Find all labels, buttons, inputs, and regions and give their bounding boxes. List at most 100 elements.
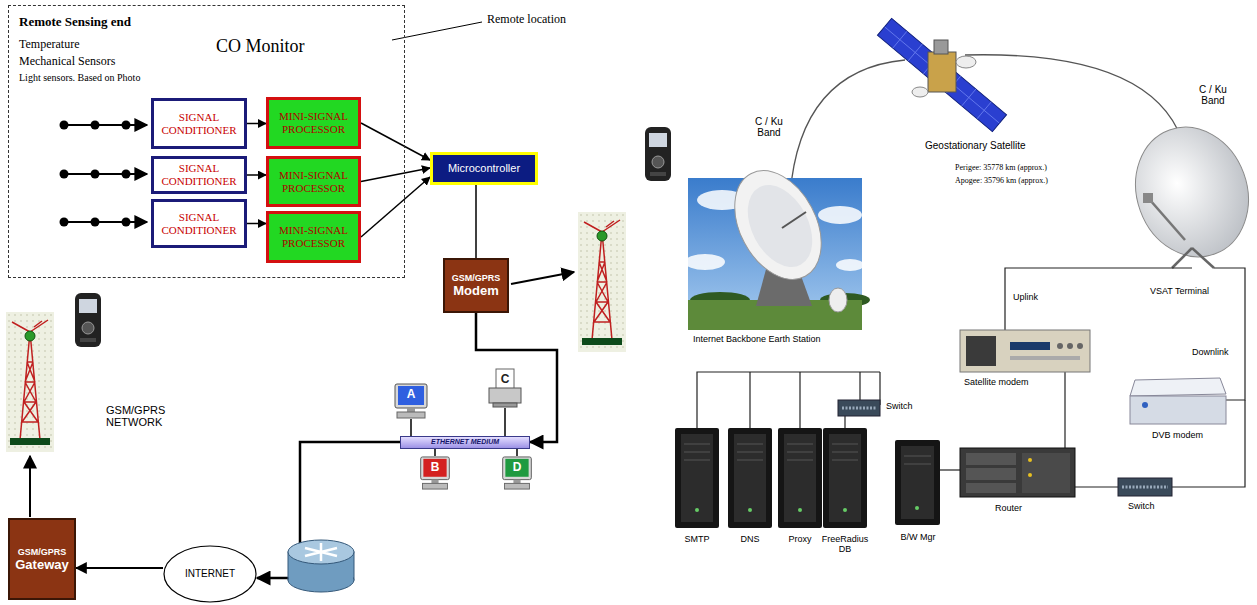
ethernet-bus: ETHERNET MEDIUM xyxy=(400,436,530,449)
satellite-modem xyxy=(966,336,996,366)
band-label: C / Ku Band xyxy=(746,116,792,138)
connector xyxy=(361,177,430,237)
link-label: Downlink xyxy=(1192,347,1229,357)
server xyxy=(901,446,934,519)
sensor-chain xyxy=(91,218,100,227)
remote-sensing-region: Remote Sensing endTemperatureMechanical … xyxy=(8,5,405,278)
network-wire xyxy=(749,372,750,428)
server xyxy=(734,434,766,522)
computer-icon xyxy=(513,480,520,484)
node-label: GSM/GPRS xyxy=(18,547,67,557)
computer-icon: A xyxy=(392,383,430,419)
orbit-note: Apogee: 35796 km (approx.) xyxy=(955,176,1048,185)
router-device xyxy=(960,448,1075,497)
network-wire xyxy=(844,416,845,428)
node-label: B xyxy=(431,460,440,474)
switch xyxy=(842,407,876,410)
computer-icon xyxy=(407,408,415,412)
printer-icon xyxy=(489,388,521,403)
node-label: D xyxy=(513,460,522,474)
caption: Internet Backbone Earth Station xyxy=(693,334,821,344)
router-icon xyxy=(288,540,354,564)
signal-processor: MINI-SIGNAL PROCESSOR xyxy=(266,211,361,263)
vsat-dish xyxy=(1150,200,1185,240)
server xyxy=(675,428,719,528)
caption: SMTP xyxy=(673,534,721,544)
computer-icon: D xyxy=(500,456,534,490)
server xyxy=(832,444,858,460)
dvb-modem xyxy=(1142,402,1148,408)
satellite xyxy=(928,52,956,92)
computer-icon: B xyxy=(418,456,452,490)
signal-arrow xyxy=(29,456,31,517)
signal-processor: MINI-SIGNAL PROCESSOR xyxy=(266,156,361,207)
dvb-modem xyxy=(1130,396,1226,424)
region-text: Light sensors. Based on Photo xyxy=(19,72,140,83)
node-label: C xyxy=(501,372,510,386)
caption: DVB modem xyxy=(1152,430,1203,440)
router-device xyxy=(1028,458,1032,462)
network-wire xyxy=(1075,486,1118,487)
satellite-modem xyxy=(1077,343,1083,349)
server xyxy=(829,434,861,522)
phone-icon xyxy=(75,293,101,347)
sensor-chain xyxy=(62,124,147,126)
satellite xyxy=(912,87,928,97)
sensor-chain xyxy=(60,121,148,227)
sensor-chain xyxy=(91,121,100,130)
router-device xyxy=(960,448,1075,497)
modem-box: GSM/GPRSModem xyxy=(443,258,509,313)
network-wire xyxy=(1005,268,1192,330)
sensor-chain xyxy=(60,121,69,130)
server xyxy=(895,440,940,525)
earth-station-photo xyxy=(685,156,870,330)
signal-conditioner: SIGNAL CONDITIONER xyxy=(151,98,247,149)
signal-arrow xyxy=(511,272,574,284)
phone-icon xyxy=(645,127,671,181)
computer-icon xyxy=(421,457,450,480)
router-icon xyxy=(305,543,337,561)
tower-icon xyxy=(578,212,626,352)
printer-icon: C xyxy=(488,368,522,408)
server xyxy=(823,428,867,528)
connector xyxy=(247,223,266,225)
node-label: Gateway xyxy=(15,557,68,572)
connector xyxy=(410,419,412,436)
signal-processor: MINI-SIGNAL PROCESSOR xyxy=(266,97,361,149)
tower-icon xyxy=(6,312,54,452)
region-text: CO Monitor xyxy=(216,36,305,57)
earth-station-photo xyxy=(782,212,806,228)
server xyxy=(675,428,940,528)
signal-conditioner: SIGNAL CONDITIONER xyxy=(151,156,247,194)
server xyxy=(843,508,847,512)
sensor-chain xyxy=(60,218,69,227)
connector xyxy=(516,449,518,456)
router-device xyxy=(1022,453,1070,493)
server xyxy=(728,428,772,528)
node-label: SIGNAL CONDITIONER xyxy=(158,162,240,187)
satellite-modem xyxy=(1010,342,1050,350)
satellite xyxy=(956,56,976,68)
satellite-modem xyxy=(960,330,1090,372)
router-icon xyxy=(288,540,354,592)
earth-station-photo xyxy=(836,259,864,271)
caption: Satellite modem xyxy=(964,377,1029,387)
satellite-modem xyxy=(1067,343,1073,349)
computer-icon xyxy=(397,412,425,418)
computer-icon xyxy=(503,457,532,480)
caption: Proxy xyxy=(776,534,824,544)
router-device xyxy=(966,483,1016,493)
satellite-link xyxy=(965,55,1185,150)
connector xyxy=(361,168,430,182)
connector xyxy=(475,185,477,258)
caption: DNS xyxy=(726,534,774,544)
server xyxy=(915,506,919,510)
sensor-chain xyxy=(62,173,147,175)
connector xyxy=(76,567,163,569)
sensor-chain xyxy=(122,170,131,179)
vsat-dish xyxy=(1143,193,1153,203)
internet-ellipse: INTERNET xyxy=(163,545,257,603)
